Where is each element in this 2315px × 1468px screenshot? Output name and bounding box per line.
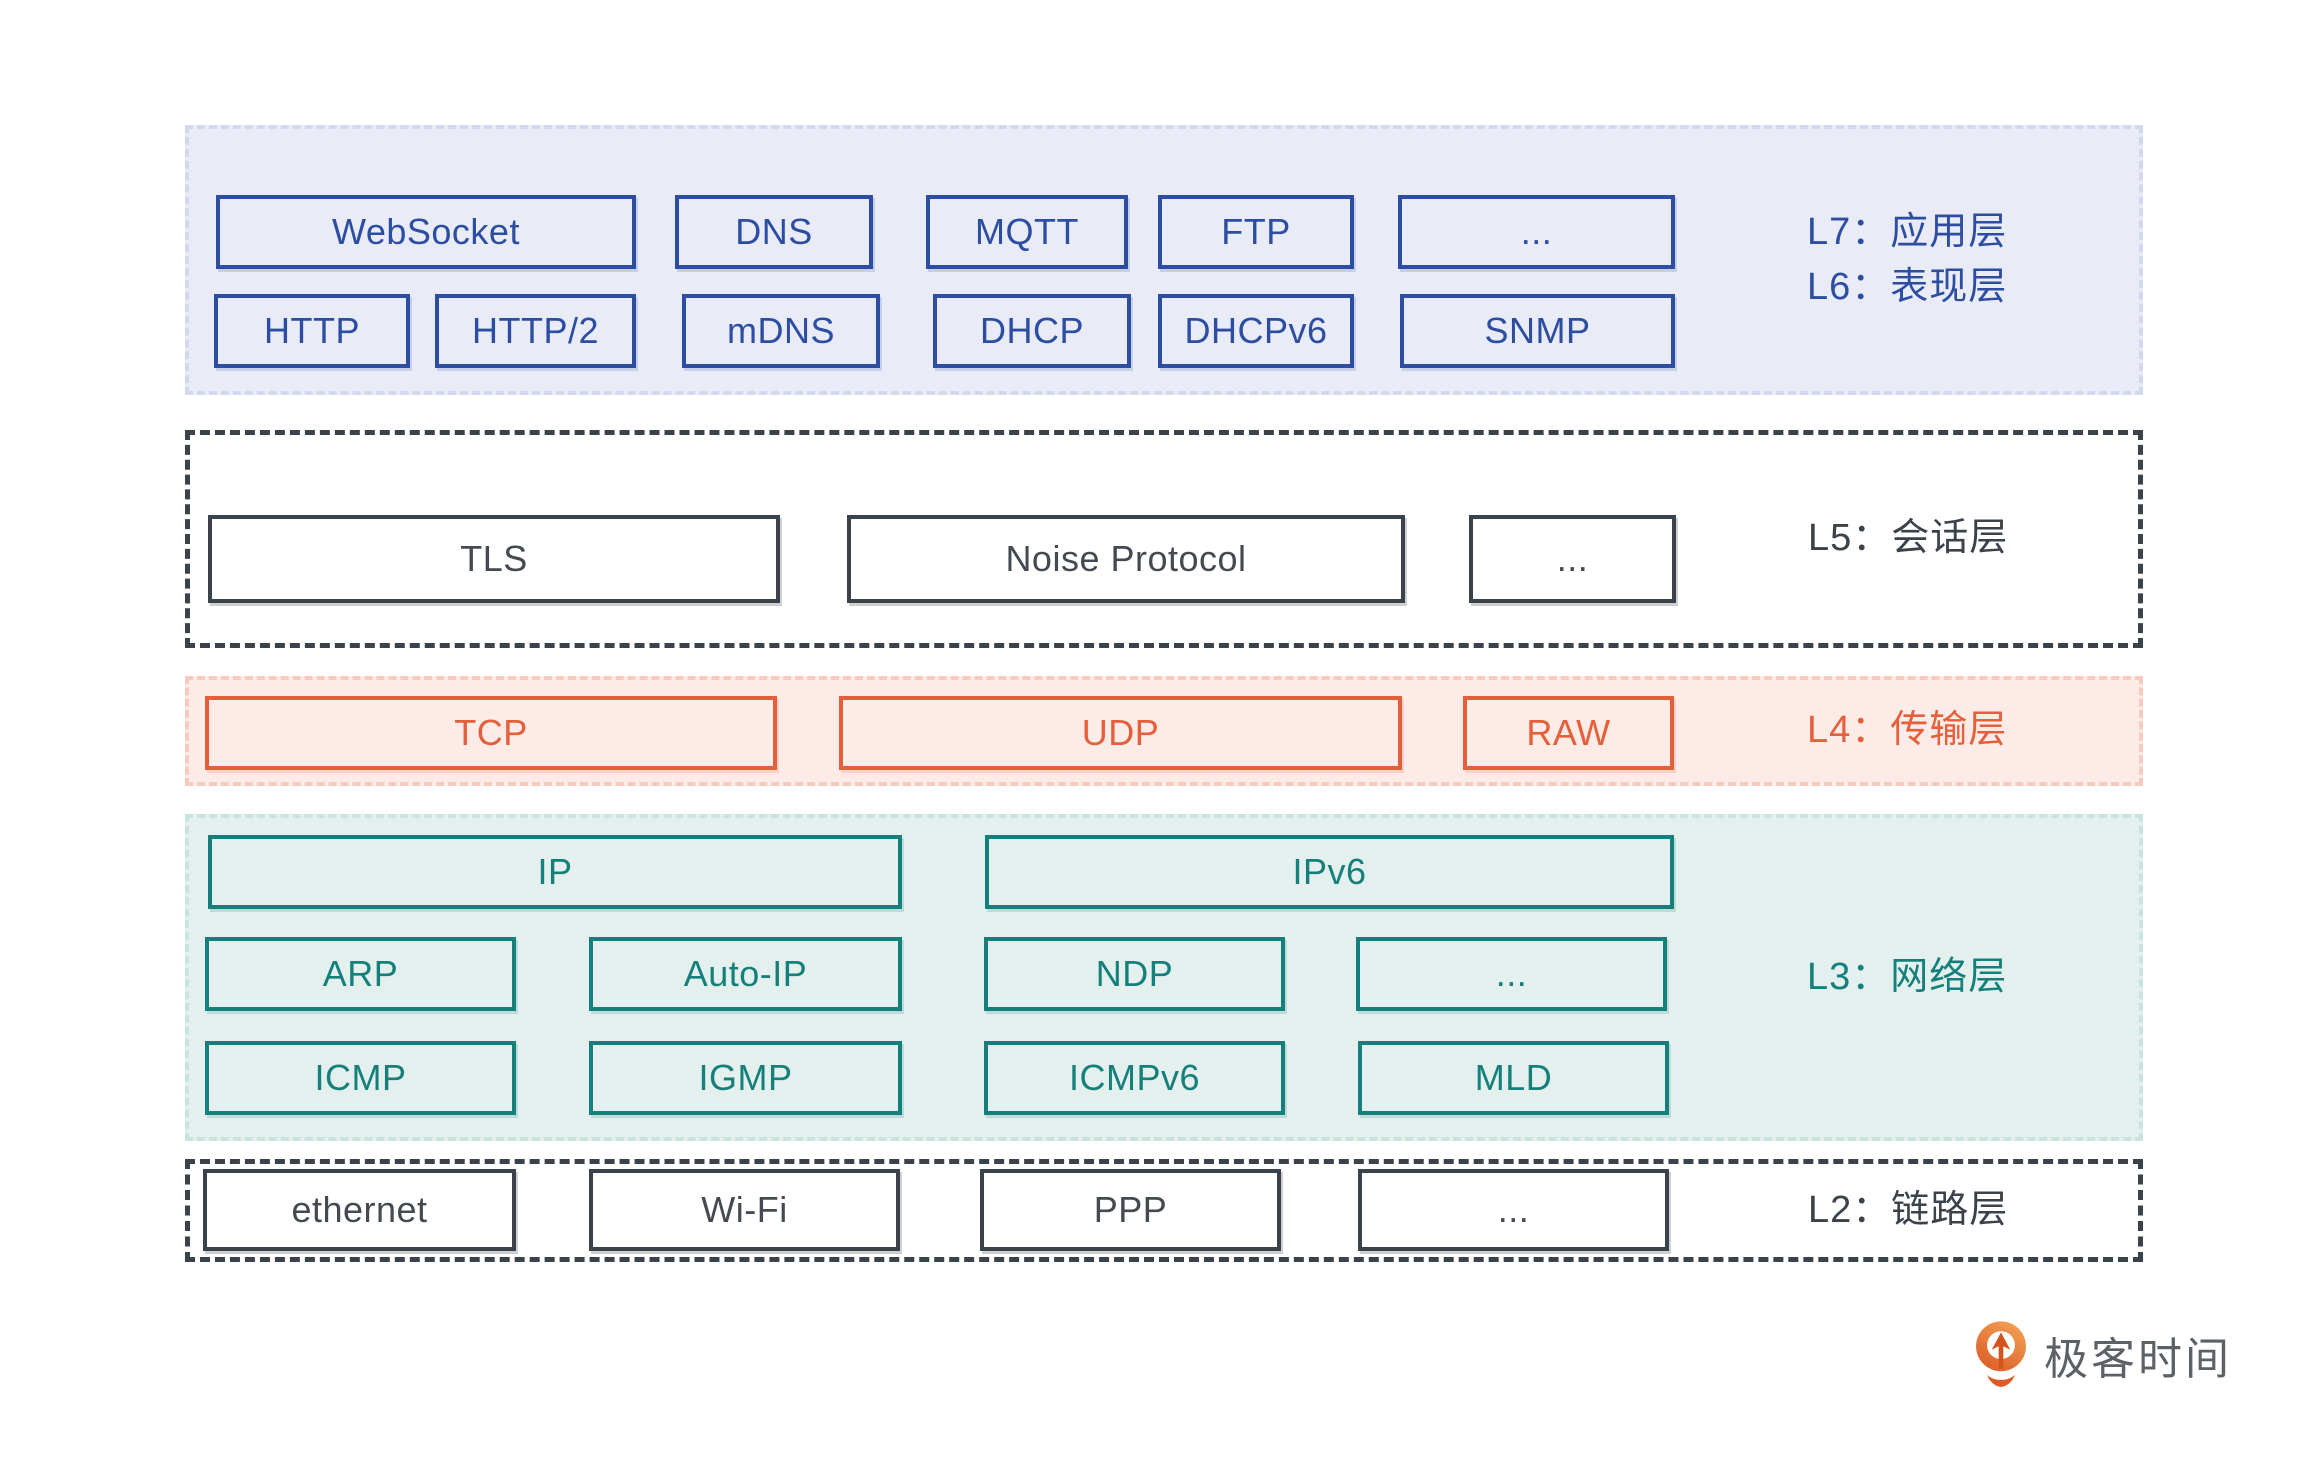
protocol-box-dns: DNS (675, 195, 873, 269)
layer-l3-network: IP IPv6 ARP Auto-IP NDP ... ICMP IGMP IC… (185, 814, 2143, 1141)
protocol-box-wifi: Wi-Fi (589, 1169, 900, 1251)
protocol-box-arp: ARP (205, 937, 516, 1011)
protocol-box-mqtt: MQTT (926, 195, 1128, 269)
protocol-box-ethernet: ethernet (203, 1169, 516, 1251)
protocol-box-ndp: NDP (984, 937, 1285, 1011)
protocol-box-igmp: IGMP (589, 1041, 902, 1115)
layer-l5-session: TLS Noise Protocol ... L5：会话层 (185, 430, 2143, 648)
protocol-box-ipv6: IPv6 (985, 835, 1674, 909)
layer-label-l6: L6：表现层 (1807, 266, 2008, 308)
protocol-box-http2: HTTP/2 (435, 294, 636, 368)
layer-label-l7: L7：应用层 (1807, 210, 2008, 253)
protocol-box-dhcpv6: DHCPv6 (1158, 294, 1354, 368)
protocol-box-dhcp: DHCP (933, 294, 1131, 368)
geektime-pin-icon (1972, 1320, 2030, 1390)
protocol-box-ftp: FTP (1158, 195, 1354, 269)
protocol-box-auto-ip: Auto-IP (589, 937, 902, 1011)
layer-l7-l6-application-presentation: WebSocket DNS MQTT FTP ... HTTP HTTP/2 m… (185, 125, 2143, 395)
protocol-box-ellipsis-l2: ... (1358, 1169, 1669, 1251)
layer-l2-link: ethernet Wi-Fi PPP ... L2：链路层 (185, 1159, 2143, 1262)
protocol-box-udp: UDP (839, 696, 1402, 770)
layer-label-l5: L5：会话层 (1808, 517, 2009, 560)
protocol-box-tcp: TCP (205, 696, 777, 770)
protocol-box-ip: IP (208, 835, 902, 909)
protocol-box-tls: TLS (208, 515, 780, 603)
protocol-box-raw: RAW (1463, 696, 1674, 770)
layer-label-l4: L4：传输层 (1807, 709, 2008, 752)
protocol-box-noise-protocol: Noise Protocol (847, 515, 1405, 603)
protocol-box-ppp: PPP (980, 1169, 1281, 1251)
protocol-box-icmp: ICMP (205, 1041, 516, 1115)
layer-l4-transport: TCP UDP RAW L4：传输层 (185, 676, 2143, 786)
protocol-box-ellipsis-l5: ... (1469, 515, 1676, 603)
protocol-box-icmpv6: ICMPv6 (984, 1041, 1285, 1115)
protocol-box-mdns: mDNS (682, 294, 880, 368)
protocol-box-ellipsis-l3: ... (1356, 937, 1667, 1011)
protocol-box-http: HTTP (214, 294, 410, 368)
geektime-logo: 极客时间 (1972, 1320, 2232, 1390)
layer-label-l3: L3：网络层 (1807, 955, 2008, 998)
protocol-box-ellipsis-l7: ... (1398, 195, 1675, 269)
layer-label-l7-l6: L7：应用层 L6：表现层 (1807, 129, 2007, 391)
protocol-box-websocket: WebSocket (216, 195, 636, 269)
layer-label-l2: L2：链路层 (1808, 1188, 2009, 1231)
protocol-box-mld: MLD (1358, 1041, 1669, 1115)
protocol-box-snmp: SNMP (1400, 294, 1675, 368)
geektime-logo-text: 极客时间 (2044, 1335, 2232, 1384)
